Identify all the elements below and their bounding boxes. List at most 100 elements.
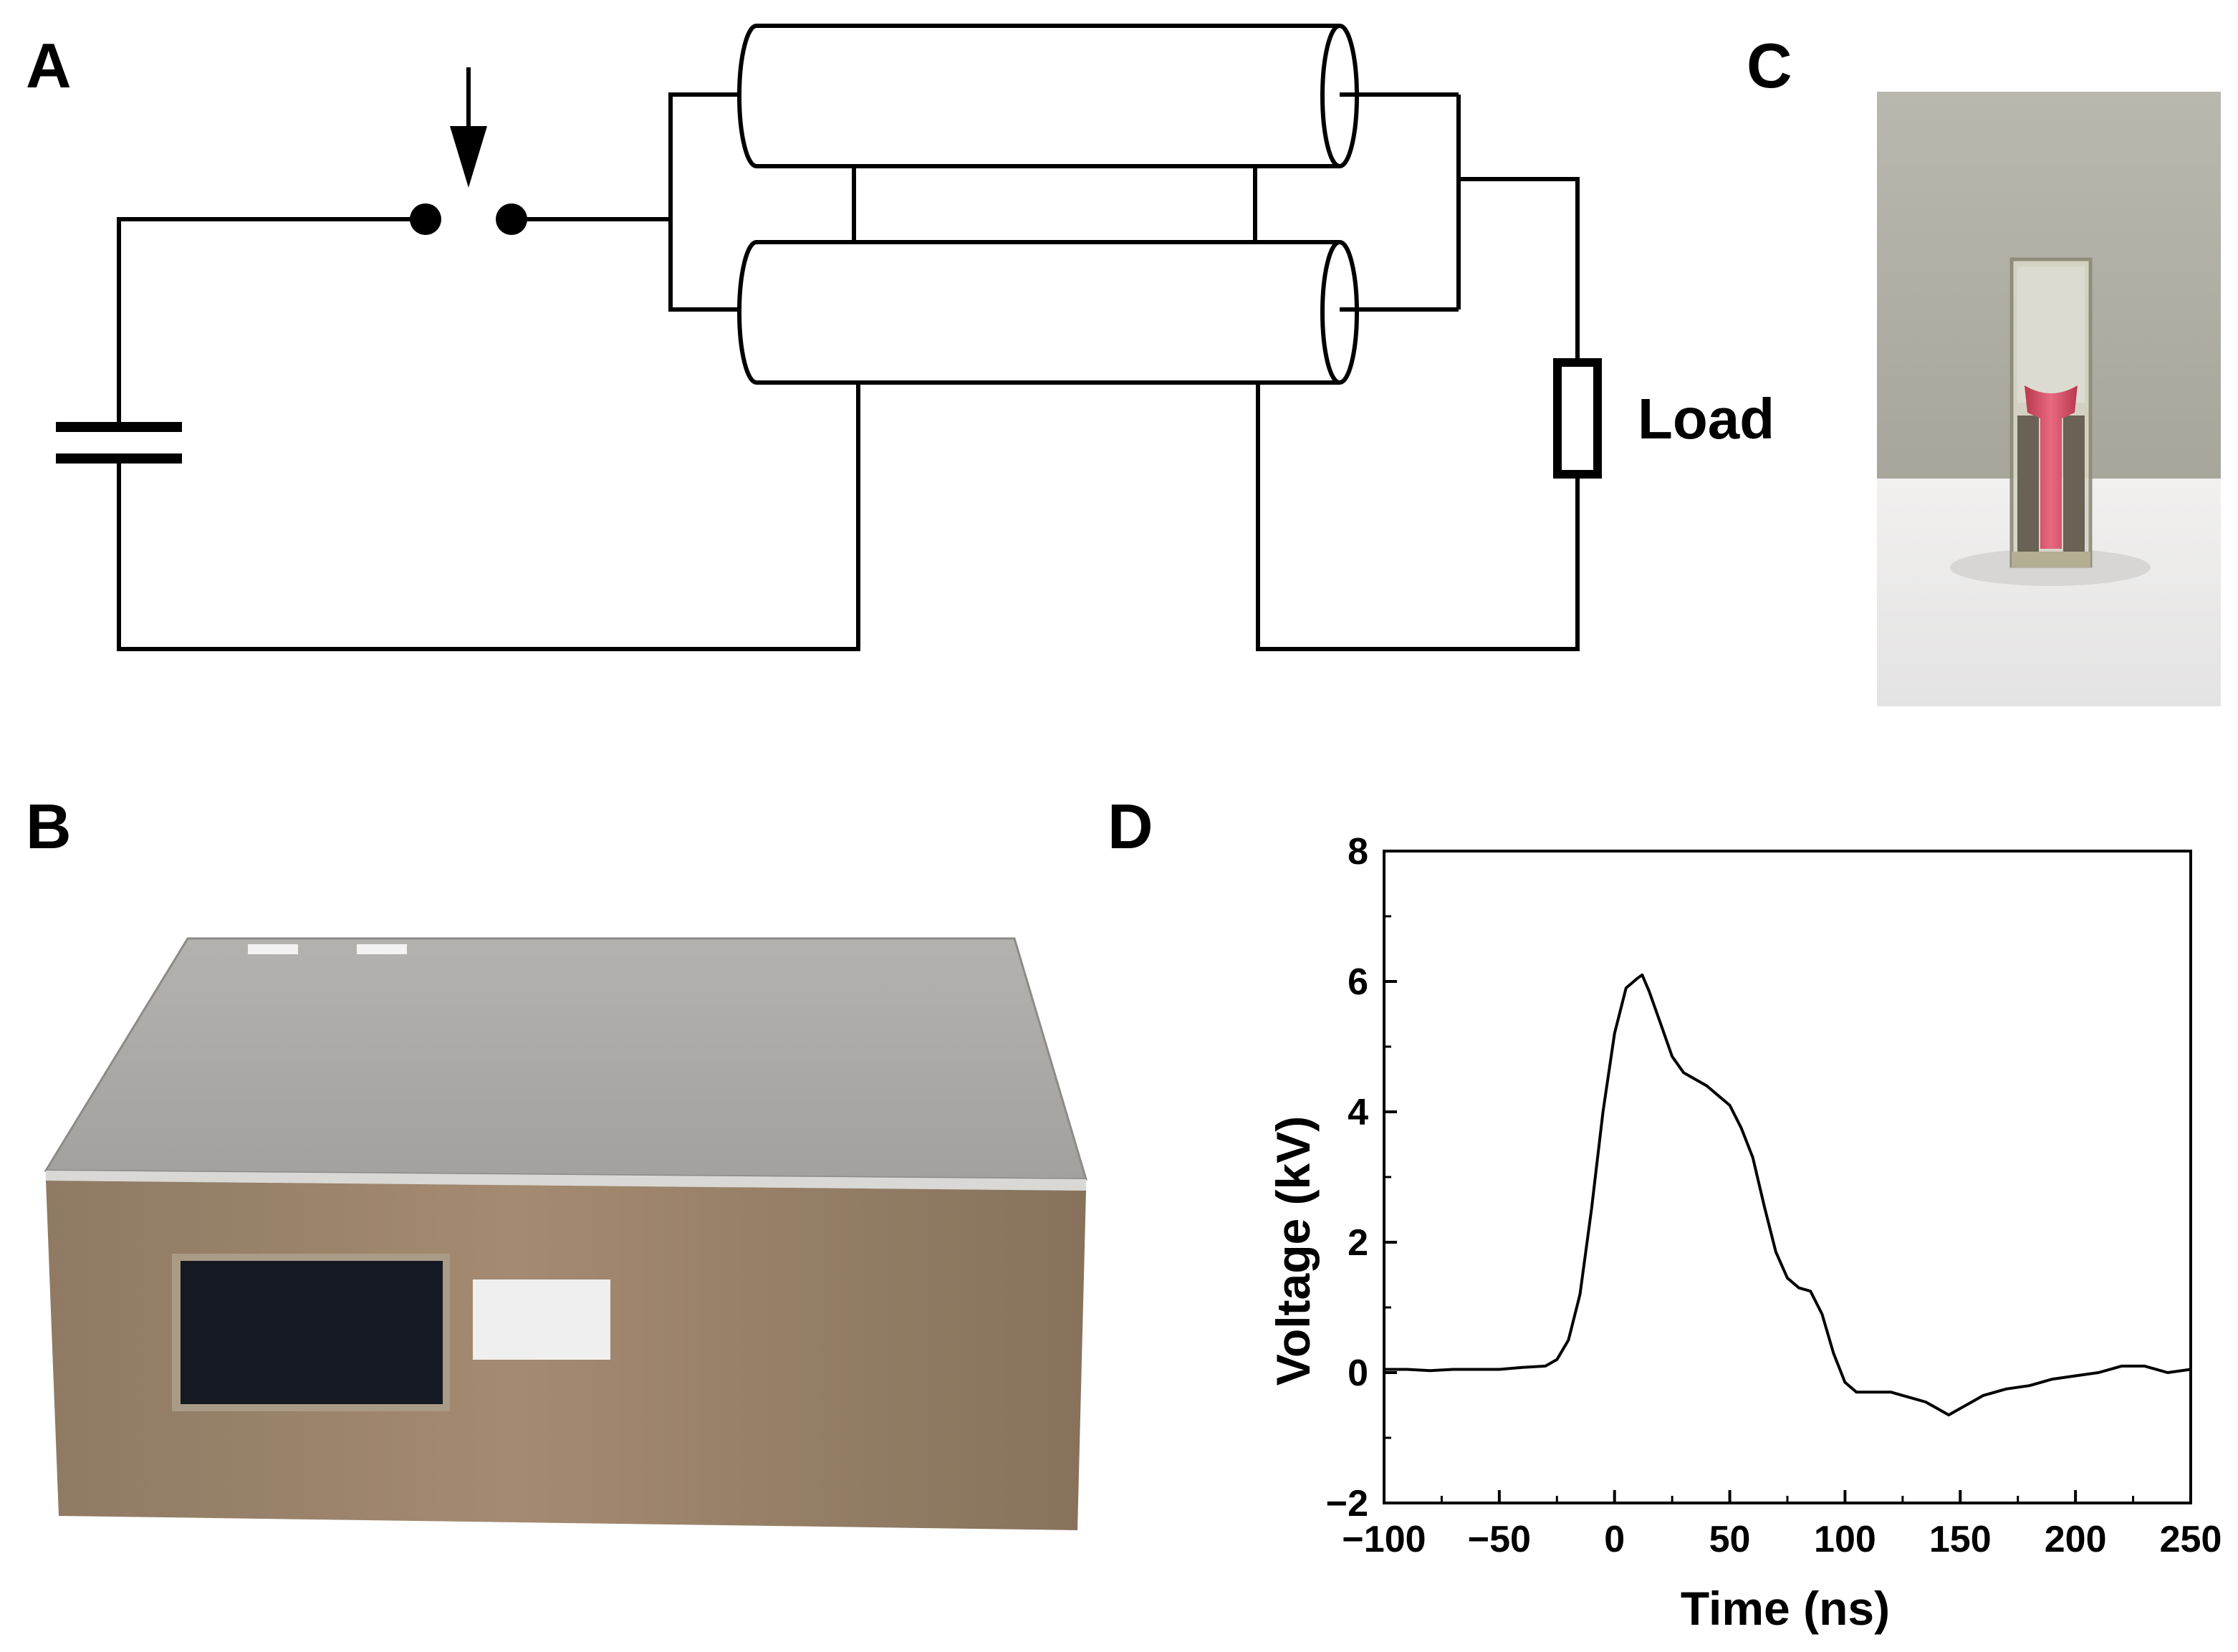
y-tick-label: 0	[1348, 1353, 1368, 1394]
wire-feed-left	[668, 92, 739, 312]
cuvette-top-clear	[2017, 266, 2085, 403]
voltage-data-point	[1913, 1397, 1916, 1400]
voltage-data-point	[1613, 1032, 1616, 1035]
voltage-series-line	[1384, 973, 2191, 1417]
panel-label-c: C	[1747, 30, 1792, 101]
voltage-data-point	[1774, 1251, 1777, 1254]
y-tick-label: 2	[1348, 1222, 1368, 1264]
voltage-data-point	[2005, 1388, 2008, 1391]
x-tick-label: −100	[1342, 1519, 1426, 1560]
wire-load-return	[1256, 383, 1580, 651]
voltage-data-point	[1982, 1394, 1984, 1397]
cuvette-liquid	[2025, 385, 2078, 549]
y-axis-label: Voltage (kV)	[1267, 1116, 1320, 1386]
voltage-data-point	[1636, 976, 1639, 979]
voltage-data-point	[1729, 1104, 1732, 1107]
cuvette-electrode-left	[2017, 416, 2039, 559]
voltage-data-point	[1752, 1156, 1754, 1159]
load-label: Load	[1638, 387, 1774, 451]
panel-label-b: B	[26, 791, 72, 862]
voltage-data-point	[1694, 1078, 1696, 1080]
voltage-data-point	[2120, 1365, 2123, 1368]
voltage-data-point	[1555, 1358, 1558, 1361]
x-tick-label: 150	[1929, 1519, 1992, 1560]
voltage-data-point	[1924, 1401, 1927, 1403]
voltage-data-point	[1786, 1277, 1789, 1279]
cuvette-base	[2012, 552, 2090, 567]
switch-contact-right	[496, 203, 527, 235]
voltage-data-point	[1383, 1368, 1385, 1370]
voltage-data-point	[1855, 1391, 1858, 1393]
wire-right-load	[1459, 177, 1580, 360]
y-tick-label: −2	[1326, 1483, 1368, 1524]
x-tick-label: 50	[1709, 1519, 1751, 1560]
voltage-data-point	[2143, 1365, 2146, 1368]
x-tick-label: 250	[2160, 1519, 2222, 1560]
voltage-data-point	[2051, 1378, 2054, 1380]
load-resistor	[1553, 358, 1602, 479]
voltage-data-point	[1947, 1413, 1950, 1416]
voltage-data-point	[1671, 1055, 1673, 1058]
switch-arrow-icon	[450, 126, 487, 188]
circuit-diagram: Load	[56, 24, 1774, 651]
voltage-data-point	[1820, 1312, 1823, 1315]
voltage-data-point	[1590, 1209, 1593, 1211]
voltage-data-point	[2028, 1384, 2031, 1387]
voltage-data-point	[1406, 1368, 1408, 1370]
enclosure-lid	[44, 937, 1088, 1181]
voltage-data-point	[1659, 1022, 1662, 1025]
voltage-data-point	[1878, 1391, 1881, 1393]
voltage-data-point	[1625, 986, 1628, 989]
enclosure-lid-edge	[46, 1171, 1086, 1191]
voltage-data-point	[1498, 1368, 1501, 1370]
voltage-data-point	[2166, 1371, 2169, 1374]
voltage-data-point	[1521, 1366, 1524, 1369]
x-tick-label: 0	[1604, 1519, 1625, 1560]
voltage-data-point	[1648, 990, 1651, 993]
coax-cable-bottom	[737, 240, 1340, 385]
voltage-data-point	[1705, 1085, 1708, 1087]
lid-label-right	[357, 944, 407, 954]
voltage-data-point	[1716, 1094, 1719, 1097]
y-tick-label: 6	[1348, 961, 1368, 1003]
voltage-data-point	[1809, 1290, 1812, 1292]
voltage-data-point	[1843, 1381, 1846, 1384]
plot-frame	[1383, 850, 2192, 1504]
voltage-data-point	[1578, 1293, 1581, 1296]
voltage-data-point	[1428, 1369, 1431, 1372]
y-tick-label: 4	[1348, 1092, 1368, 1133]
voltage-data-point	[1740, 1127, 1743, 1130]
display-screen	[181, 1261, 443, 1404]
voltage-data-point	[1936, 1407, 1939, 1410]
voltage-data-point	[1959, 1407, 1961, 1410]
voltage-data-point	[2189, 1368, 2192, 1370]
switch-contact-left	[410, 203, 441, 235]
voltage-data-point	[1452, 1368, 1455, 1370]
voltage-data-point	[1602, 1110, 1605, 1113]
voltage-data-point	[2074, 1375, 2077, 1378]
x-axis-label: Time (ns)	[1681, 1582, 1890, 1635]
enclosure-sticker	[473, 1279, 610, 1360]
voltage-data-point	[1682, 1071, 1685, 1074]
wire-left-top	[117, 217, 427, 427]
voltage-data-point	[1867, 1391, 1870, 1393]
x-tick-label: 100	[1814, 1519, 1876, 1560]
wire-left-bottom	[117, 383, 860, 651]
voltage-data-point	[1567, 1339, 1570, 1341]
panel-label-d: D	[1108, 791, 1153, 862]
voltage-data-point	[1890, 1391, 1893, 1393]
voltage-data-point	[1544, 1365, 1547, 1368]
cuvette-photo	[1877, 92, 2221, 706]
voltage-data-point	[1475, 1368, 1478, 1370]
voltage-data-point	[1763, 1205, 1766, 1208]
coax-cable-top	[737, 24, 1340, 168]
voltage-data-point	[1641, 974, 1643, 976]
voltage-data-point	[1832, 1352, 1835, 1355]
panel-label-a: A	[26, 30, 72, 101]
x-tick-label: 200	[2045, 1519, 2107, 1560]
x-tick-label: −50	[1468, 1519, 1531, 1560]
voltage-data-point	[1901, 1394, 1904, 1397]
voltage-data-point	[1797, 1287, 1800, 1290]
lid-label-left	[248, 944, 298, 954]
